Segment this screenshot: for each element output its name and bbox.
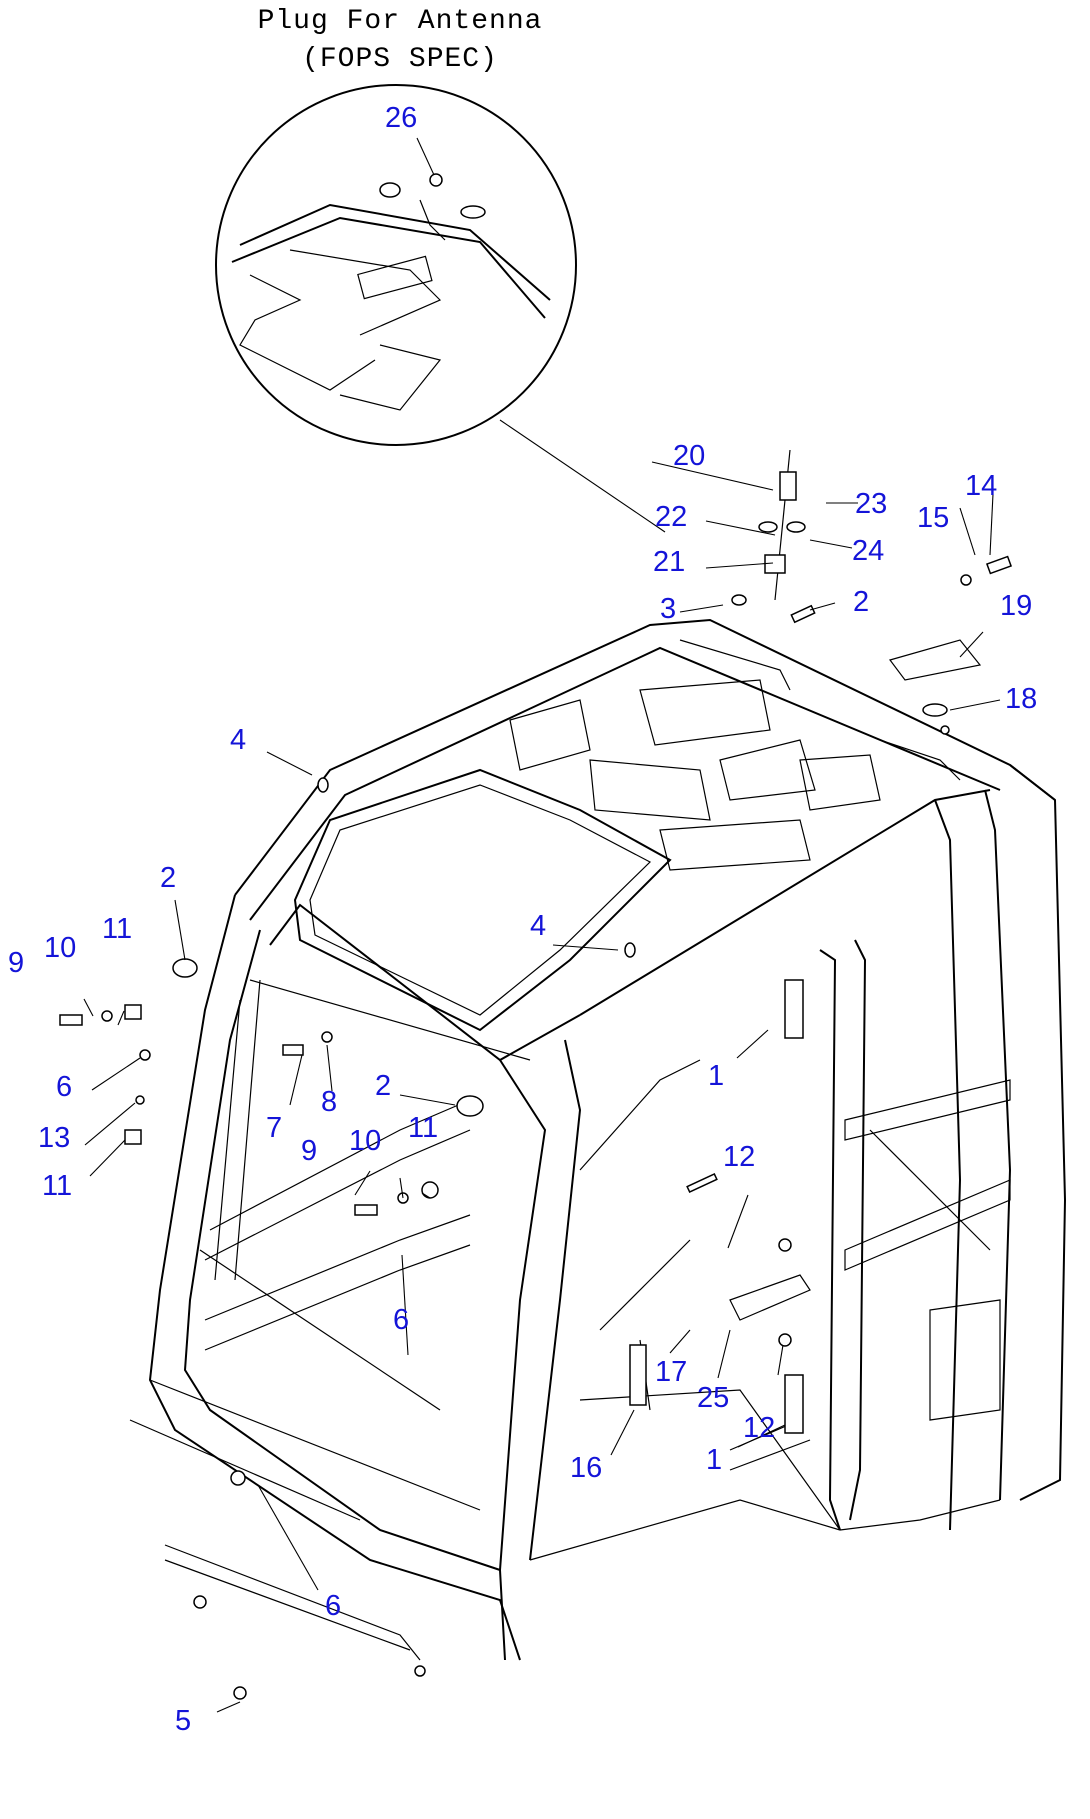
callout-11: 11 xyxy=(102,913,133,945)
callout-17: 17 xyxy=(655,1356,688,1388)
callout-24: 24 xyxy=(852,535,885,567)
callout-25: 25 xyxy=(697,1382,730,1414)
callout-1: 1 xyxy=(706,1444,723,1476)
small-parts xyxy=(59,449,1013,1700)
callout-9: 9 xyxy=(301,1135,318,1167)
callout-18: 18 xyxy=(1005,683,1038,715)
callout-12: 12 xyxy=(723,1141,756,1173)
cab-right-side xyxy=(529,764,1067,1561)
callout-26: 26 xyxy=(385,102,418,134)
callout-2: 2 xyxy=(375,1070,392,1102)
callout-4: 4 xyxy=(230,724,247,756)
callout-5: 5 xyxy=(175,1705,192,1737)
callout-2: 2 xyxy=(853,586,870,618)
cab-front-frame xyxy=(148,894,582,1661)
callout-6: 6 xyxy=(56,1071,73,1103)
callout-12: 12 xyxy=(743,1412,776,1444)
callout-3: 3 xyxy=(660,593,677,625)
callout-4: 4 xyxy=(530,910,547,942)
callout-14: 14 xyxy=(965,470,998,502)
callout-21: 21 xyxy=(653,546,686,578)
callout-9: 9 xyxy=(8,947,25,979)
antenna-plug-detail xyxy=(215,84,577,446)
callout-8: 8 xyxy=(321,1086,338,1118)
callout-11: 11 xyxy=(408,1112,439,1144)
callout-6: 6 xyxy=(325,1590,342,1622)
callout-16: 16 xyxy=(570,1452,603,1484)
callout-11: 11 xyxy=(42,1170,73,1202)
callout-13: 13 xyxy=(38,1122,71,1154)
callout-1: 1 xyxy=(708,1060,725,1092)
cab-floor xyxy=(129,1059,811,1661)
detail-title: Plug For Antenna xyxy=(257,6,543,37)
callout-15: 15 xyxy=(917,502,950,534)
callout-10: 10 xyxy=(44,932,77,964)
callout-2: 2 xyxy=(160,862,177,894)
detail-subtitle: (FOPS SPEC) xyxy=(302,44,498,75)
callout-23: 23 xyxy=(855,488,888,520)
callout-10: 10 xyxy=(349,1125,382,1157)
callout-6: 6 xyxy=(393,1304,410,1336)
callout-22: 22 xyxy=(655,501,688,533)
cab-roof xyxy=(234,618,1056,1062)
leader-lines xyxy=(83,461,1001,1713)
callout-7: 7 xyxy=(266,1112,283,1144)
callout-20: 20 xyxy=(673,440,706,472)
callout-19: 19 xyxy=(1000,590,1033,622)
